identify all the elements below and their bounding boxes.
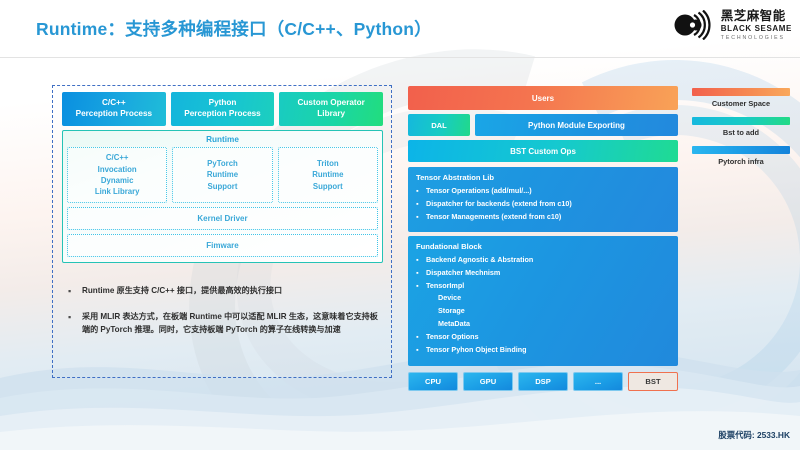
list-item-label: TensorImpl xyxy=(426,280,465,290)
runtime-cell-row: C/C++ Invocation Dynamic Link Library Py… xyxy=(67,147,378,203)
legend-item-bst-to-add: Bst to add xyxy=(692,117,790,137)
list-item: ▪ Tensor Options xyxy=(416,332,670,342)
brand-logo: 黑芝麻智能 BLACK SESAME TECHNOLOGIES xyxy=(670,10,792,41)
logo-tagline: TECHNOLOGIES xyxy=(720,34,785,41)
panel-heading: Tensor Abstration Lib xyxy=(416,173,495,182)
box-line-1: Custom Operator xyxy=(297,98,365,108)
box-backend-bst: BST xyxy=(628,371,678,391)
list-item-label: Tensor Managements (extend from c10) xyxy=(426,211,562,221)
panel-heading: Fundational Block xyxy=(416,241,482,251)
legend-label: Customer Space xyxy=(711,99,771,108)
list-item: ▪ Dispatcher for backends (extend from c… xyxy=(416,199,670,209)
list-item: ▪ Tensor Managements (extend from c10) xyxy=(416,212,670,222)
architecture-panel: Users DAL Python Module Exporting BST Cu… xyxy=(408,86,678,391)
legend-swatch-icon xyxy=(692,146,790,154)
bullet-marker-icon: ▪ xyxy=(416,186,419,195)
box-firmware: Fimware xyxy=(67,234,378,257)
legend-swatch-icon xyxy=(692,88,790,96)
hardware-backend-row: CPU GPU DSP ... BST xyxy=(408,371,678,391)
cell-line-3: Support xyxy=(207,181,238,191)
panel-tensor-abstraction-lib: Tensor Abstration Lib ▪ Tensor Operation… xyxy=(408,167,678,232)
stock-code: 股票代码: 2533.HK xyxy=(718,430,790,440)
list-item-label: Dispatcher for backends (extend from c10… xyxy=(426,198,572,208)
box-backend-more: ... xyxy=(573,371,623,391)
list-item: ▪ 采用 MLIR 表达方式，在板端 Runtime 中可以适配 MLIR 生态… xyxy=(68,310,380,336)
legend: Customer Space Bst to add Pytorch infra xyxy=(692,88,790,175)
cell-line-2: Invocation xyxy=(97,164,137,174)
cell-pytorch-runtime-support: PyTorch Runtime Support xyxy=(172,147,273,203)
list-item: ▪ Runtime 原生支持 C/C++ 接口，提供最高效的执行接口 xyxy=(68,284,380,299)
bullet-marker-icon: ▪ xyxy=(416,280,419,290)
cell-line-4: Link Library xyxy=(94,187,140,197)
logo-chinese-name: 黑芝麻智能 xyxy=(720,9,786,23)
process-box-row: C/C++ Perception Process Python Percepti… xyxy=(62,92,384,126)
box-backend-gpu: GPU xyxy=(463,371,513,391)
cell-line-1: C/C++ xyxy=(105,153,129,163)
legend-label: Bst to add xyxy=(722,128,760,137)
list-item: ▪ Backend Agnostic & Abstration xyxy=(416,255,670,265)
cell-line-1: PyTorch xyxy=(207,159,238,169)
cell-cpp-invocation-dynamic-link-library: C/C++ Invocation Dynamic Link Library xyxy=(67,147,168,203)
bullet-marker-icon: ▪ xyxy=(68,286,72,296)
panel-foundational-block: Fundational Block ▪ Backend Agnostic & A… xyxy=(408,235,678,366)
cell-line-3: Dynamic xyxy=(100,176,134,185)
sub-list-item-device: Device xyxy=(438,293,462,303)
runtime-label: Runtime xyxy=(206,135,239,144)
dal-export-row: DAL Python Module Exporting xyxy=(408,114,678,136)
cell-line-2: Runtime xyxy=(312,170,344,180)
bullet-text: Runtime 原生支持 C/C++ 接口，提供最高效的执行接口 xyxy=(82,286,283,295)
list-item: ▪ TensorImpl xyxy=(416,281,670,291)
left-bullet-list: ▪ Runtime 原生支持 C/C++ 接口，提供最高效的执行接口 ▪ 采用 … xyxy=(68,284,380,347)
cell-line-2: Runtime xyxy=(206,170,239,180)
bullet-marker-icon: ▪ xyxy=(68,311,72,322)
bullet-marker-icon: ▪ xyxy=(416,211,419,221)
list-item-label: Tensor Operations (add/mul/...) xyxy=(426,186,532,195)
cell-line-3: Support xyxy=(312,181,343,191)
box-cpp-perception-process: C/C++ Perception Process xyxy=(62,92,166,126)
sub-list-item-metadata: MetaData xyxy=(438,319,470,329)
bullet-text: 采用 MLIR 表达方式，在板端 Runtime 中可以适配 MLIR 生态，这… xyxy=(82,311,378,335)
list-item-label: Tensor Options xyxy=(426,332,479,342)
list-item-label: Dispatcher Mechnism xyxy=(426,267,501,277)
cell-line-1: Triton xyxy=(316,159,339,169)
box-line-2: Perception Process xyxy=(75,109,153,118)
page-title: Runtime：支持多种编程接口（C/C++、Python） xyxy=(36,19,432,39)
legend-item-customer-space: Customer Space xyxy=(692,88,790,108)
list-item: ▪ Dispatcher Mechnism xyxy=(416,268,670,278)
box-dal: DAL xyxy=(408,114,470,136)
runtime-stack-diagram: C/C++ Perception Process Python Percepti… xyxy=(62,92,384,263)
cell-triton-runtime-support: Triton Runtime Support xyxy=(277,147,378,203)
bullet-marker-icon: ▪ xyxy=(416,345,419,355)
sub-list-item-storage: Storage xyxy=(438,306,465,316)
bullet-marker-icon: ▪ xyxy=(416,267,419,277)
list-item: ▪ Tensor Pyhon Object Binding xyxy=(416,345,670,355)
bullet-marker-icon: ▪ xyxy=(416,198,419,208)
box-backend-cpu: CPU xyxy=(408,371,458,391)
runtime-container: Runtime C/C++ Invocation Dynamic Link Li… xyxy=(62,130,383,263)
box-line-2: Perception Process xyxy=(184,109,261,118)
box-users: Users xyxy=(408,86,678,110)
black-sesame-logo-icon xyxy=(674,10,711,41)
legend-swatch-icon xyxy=(692,117,790,125)
box-bst-custom-ops: BST Custom Ops xyxy=(408,140,678,162)
bullet-marker-icon: ▪ xyxy=(416,254,419,264)
box-kernel-driver: Kernel Driver xyxy=(67,207,378,230)
box-line-1: C/C++ xyxy=(102,98,126,108)
box-line-2: Library xyxy=(317,109,346,118)
list-item: ▪ Tensor Operations (add/mul/...) xyxy=(416,186,670,196)
header-divider xyxy=(0,57,800,58)
box-backend-dsp: DSP xyxy=(518,371,568,391)
legend-item-pytorch-infra: Pytorch infra xyxy=(692,146,790,166)
left-dashed-container xyxy=(52,85,392,378)
list-item-label: Tensor Pyhon Object Binding xyxy=(426,345,527,355)
logo-english-name: BLACK SESAME xyxy=(720,24,792,33)
box-line-1: Python xyxy=(208,98,237,108)
list-item-label: Backend Agnostic & Abstration xyxy=(426,254,534,264)
box-custom-operator-library: Custom Operator Library xyxy=(279,92,384,126)
box-python-perception-process: Python Perception Process xyxy=(170,92,275,126)
bullet-marker-icon: ▪ xyxy=(416,332,419,342)
box-python-module-exporting: Python Module Exporting xyxy=(475,114,678,136)
legend-label: Pytorch infra xyxy=(718,157,764,166)
